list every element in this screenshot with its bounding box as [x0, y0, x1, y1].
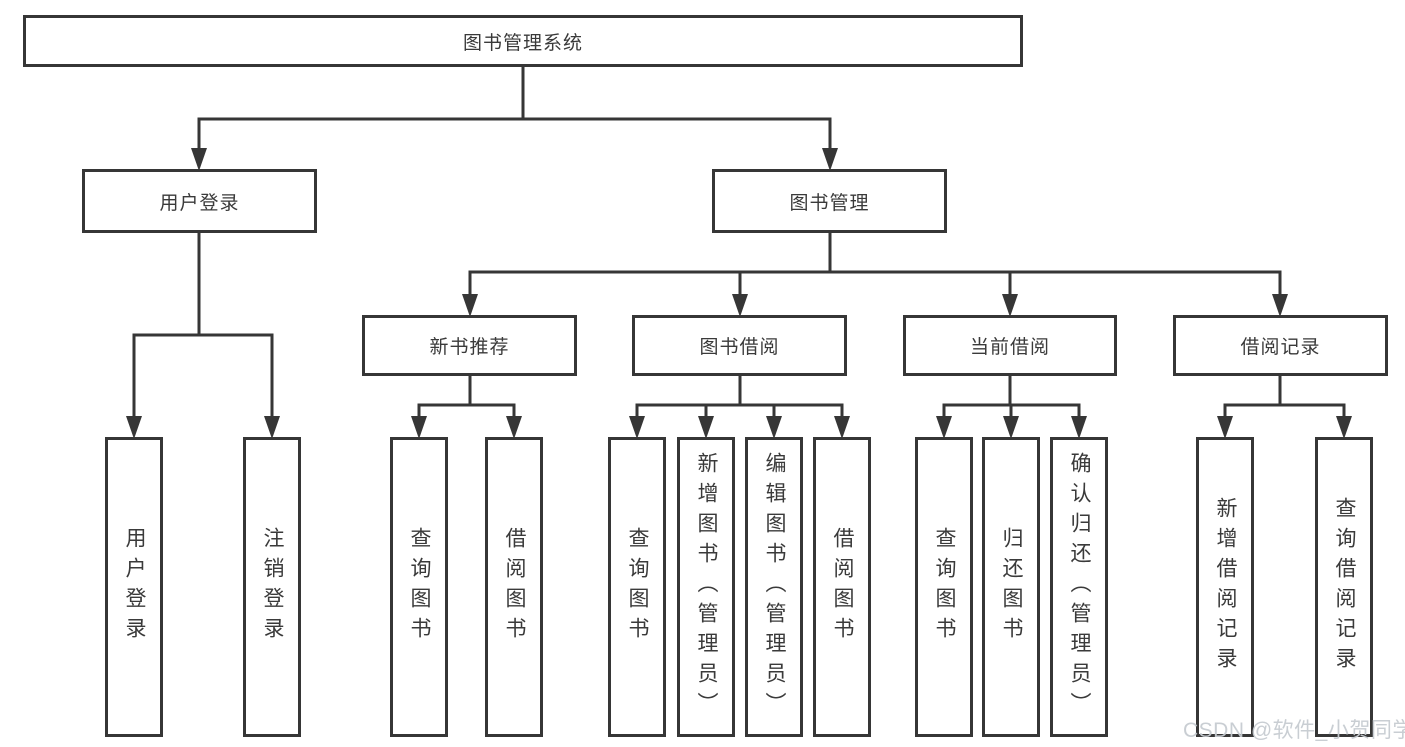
node-label: 图书借阅 — [699, 337, 780, 358]
node-user-login-leaf: 用户登录 — [105, 437, 163, 737]
node-book-management: 图书管理 — [712, 169, 947, 233]
node-label: 归还图书 — [1000, 527, 1023, 647]
node-add-books-admin: 新增图书（管理员） — [677, 437, 735, 737]
connector-new-book-branch — [411, 376, 522, 439]
node-label: 用户登录 — [159, 192, 240, 214]
node-label: 借阅图书 — [831, 527, 854, 647]
node-label: 借阅记录 — [1240, 337, 1321, 358]
node-query-borrow-record: 查询借阅记录 — [1315, 437, 1373, 737]
node-add-borrow-record: 新增借阅记录 — [1196, 437, 1254, 737]
connector-current-borrow-branch — [936, 376, 1087, 439]
connector-root-branch — [191, 67, 838, 171]
connector-book-borrow-branch — [629, 376, 850, 439]
node-confirm-return-admin: 确认归还（管理员） — [1050, 437, 1108, 737]
node-label: 借阅图书 — [503, 527, 526, 647]
node-label: 图书管理系统 — [462, 32, 583, 54]
connector-records-branch — [1217, 376, 1352, 439]
node-return-books: 归还图书 — [982, 437, 1040, 737]
node-label: 新增借阅记录 — [1214, 497, 1237, 677]
node-edit-books-admin: 编辑图书（管理员） — [745, 437, 803, 737]
node-label: 查询图书 — [408, 527, 431, 647]
node-book-borrowing: 图书借阅 — [632, 315, 847, 376]
node-user-login: 用户登录 — [82, 169, 317, 233]
node-library-management-system: 图书管理系统 — [23, 15, 1023, 67]
node-borrow-books-1: 借阅图书 — [485, 437, 543, 737]
node-borrowing-records: 借阅记录 — [1173, 315, 1388, 376]
node-label: 用户登录 — [123, 527, 146, 647]
node-query-books-2: 查询图书 — [608, 437, 666, 737]
connector-user-login-branch — [126, 233, 280, 439]
node-label: 当前借阅 — [969, 337, 1050, 358]
node-label: 新书推荐 — [429, 337, 510, 358]
node-label: 查询图书 — [626, 527, 649, 647]
node-label: 查询图书 — [933, 527, 956, 647]
node-query-books-1: 查询图书 — [390, 437, 448, 737]
node-label: 编辑图书（管理员） — [763, 452, 786, 722]
node-query-books-3: 查询图书 — [915, 437, 973, 737]
node-label: 确认归还（管理员） — [1068, 452, 1091, 722]
csdn-watermark: CSDN @软件_小贺同学 — [1183, 719, 1405, 742]
node-new-book-recommendation: 新书推荐 — [362, 315, 577, 376]
node-label: 注销登录 — [261, 527, 284, 647]
node-borrow-books-2: 借阅图书 — [813, 437, 871, 737]
node-logout: 注销登录 — [243, 437, 301, 737]
node-label: 图书管理 — [789, 192, 870, 214]
node-label: 查询借阅记录 — [1333, 497, 1356, 677]
node-current-borrowing: 当前借阅 — [903, 315, 1117, 376]
connector-book-mgmt-branch — [462, 233, 1288, 317]
node-label: 新增图书（管理员） — [695, 452, 718, 722]
